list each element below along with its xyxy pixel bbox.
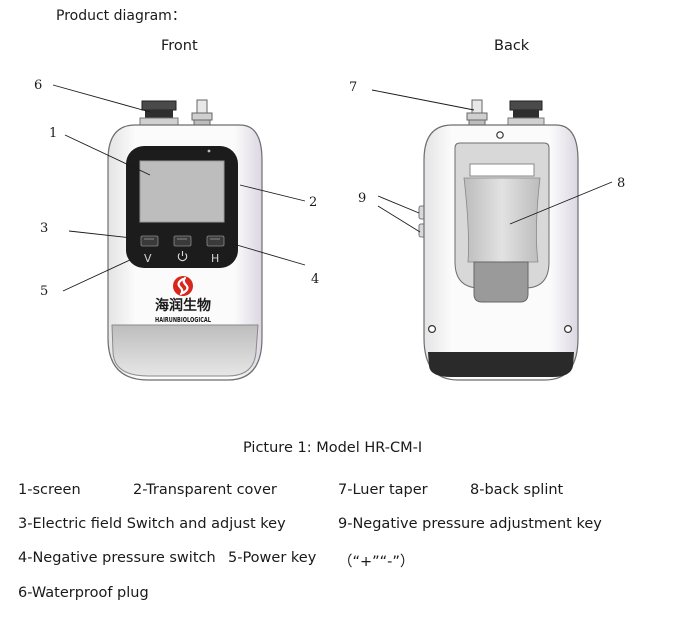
callout-number-3: 3 — [40, 221, 49, 236]
luer-taper-front — [196, 99, 208, 115]
callout-number-8: 8 — [617, 176, 626, 191]
brand-logo — [173, 276, 193, 296]
v-key-label: V — [144, 252, 152, 265]
legend-item-3: 3-Electric field Switch and adjust key — [18, 516, 286, 532]
power-key[interactable] — [173, 235, 192, 247]
legend-item-4: 4-Negative pressure switch — [18, 550, 216, 566]
electric-field-key[interactable] — [140, 235, 159, 247]
callout-lines — [52, 84, 613, 292]
callout-number-2: 2 — [309, 195, 318, 210]
back-view-label: Back — [494, 38, 530, 54]
callout-number-6: 6 — [34, 78, 43, 93]
legend-item-8: 8-back splint — [470, 482, 564, 498]
callout-number-9: 9 — [358, 191, 367, 206]
legend-item-1: 1-screen — [18, 482, 81, 498]
legend-item-6: 6-Waterproof plug — [18, 585, 149, 601]
luer-taper-back — [471, 99, 483, 115]
legend-item-9: 9-Negative pressure adjustment key — [338, 516, 602, 532]
callout-number-5: 5 — [40, 284, 49, 299]
brand-english: HAIRUNBIOLOGICAL — [155, 316, 211, 324]
legend-item-2: 2-Transparent cover — [133, 482, 277, 498]
legend-note-plus-minus: （“+”“-”） — [338, 554, 415, 570]
legend-item-7: 7-Luer taper — [338, 482, 428, 498]
screen — [139, 160, 225, 223]
negative-pressure-key[interactable] — [206, 235, 225, 247]
figure-caption: Picture 1: Model HR-CM-I — [243, 440, 423, 456]
h-key-label: H — [211, 252, 219, 265]
callout-number-7: 7 — [349, 80, 358, 95]
waterproof-plug — [141, 100, 177, 111]
callout-number-4: 4 — [311, 272, 320, 287]
back-device — [418, 99, 579, 381]
power-icon — [177, 251, 188, 262]
brand-chinese: 海润生物 — [155, 297, 211, 314]
callout-number-1: 1 — [49, 126, 58, 141]
front-device: V H 海润生物 HAIRUNBIOLOGICAL — [107, 99, 263, 381]
legend-item-5: 5-Power key — [228, 550, 317, 566]
front-view-label: Front — [161, 38, 198, 54]
diagram-heading: Product diagram： — [56, 8, 186, 24]
